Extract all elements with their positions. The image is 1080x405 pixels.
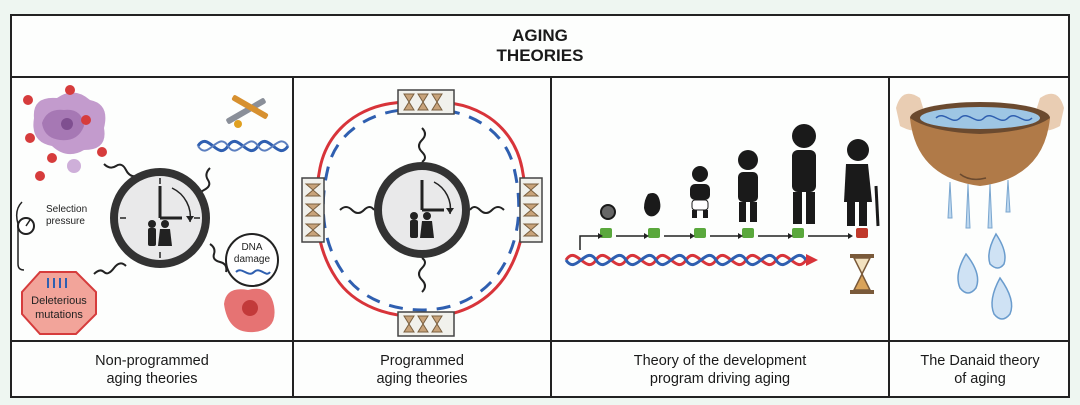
label-deleterious: Deleterious [31,295,87,307]
aging-clock-icon [110,168,210,268]
caption-non-programmed: Non-programmed aging theories [12,344,292,396]
leaking-water-icon [947,179,1011,229]
deleterious-mutations-stop-sign: Deleterious mutations [21,271,97,335]
leaking-bowl-icon [910,102,1050,186]
pressure-gauge-icon [15,201,35,271]
caption-line: Theory of the development [633,353,807,369]
caption-danaid-theory: The Danaid theory of aging [890,344,1070,396]
caption-line: The Danaid theory [920,353,1040,369]
program-step-arrows [579,235,848,250]
baby-icon [690,166,710,218]
panel-divider-2 [550,78,552,398]
label-pressure: pressure [46,216,85,227]
caption-development-program: Theory of the development program drivin… [552,344,888,396]
hourglass-box-top [397,89,455,115]
title-line-2: THEORIES [496,46,584,65]
label-selection: Selection [46,204,87,215]
dna-damage-icon: DNA damage [225,233,279,287]
virus-particles-icon [23,85,107,181]
diagram-title: AGING THEORIES [12,16,1068,78]
title-line-1: AGING [512,26,568,45]
caption-programmed: Programmed aging theories [294,344,550,396]
hourglass-box-right [519,177,543,243]
water-drop-icons [957,232,1013,320]
adult-icon [792,124,816,224]
damaged-cell-icon [33,92,106,173]
panel-danaid-theory [890,78,1070,340]
life-stages-icon [600,124,880,227]
hourglass-box-left [301,177,325,243]
caption-line: of aging [954,371,1006,387]
hourglass-box-bottom [397,311,455,337]
caption-row-divider [12,340,1068,342]
panel-divider-3 [888,78,890,398]
dna-strand-icon [196,139,290,153]
embryo-icon [644,193,661,217]
label-mutations: mutations [35,309,83,321]
child-icon [738,150,758,222]
approval-thumbs [600,228,868,238]
caption-line: program driving aging [649,371,791,387]
panel-development-program [552,78,888,340]
dna-strand-icon [564,253,808,267]
aging-theories-diagram: AGING THEORIES [10,14,1070,398]
panel-divider-1 [292,78,294,398]
damaged-tissue-cell-icon [224,288,275,333]
label-damage: damage [234,254,271,265]
panel-non-programmed: Selection pressure Deleterious mutations… [12,78,292,340]
elderly-couple-icon [148,220,172,246]
caption-line: aging theories [376,371,468,387]
caption-line: aging theories [106,371,198,387]
elderly-person-icon [844,139,880,227]
thumb-down-icon [856,228,868,238]
signal-arrows [339,127,505,293]
hourglass-icon [850,254,874,294]
elderly-couple-icon [410,212,434,238]
caption-line: Programmed [380,353,464,369]
aging-clock-icon [374,162,470,258]
caption-line: Non-programmed [95,353,209,369]
zygote-icon [600,204,616,220]
label-dna: DNA [241,242,262,253]
repair-tools-icon [226,95,269,128]
panel-programmed [294,78,550,340]
